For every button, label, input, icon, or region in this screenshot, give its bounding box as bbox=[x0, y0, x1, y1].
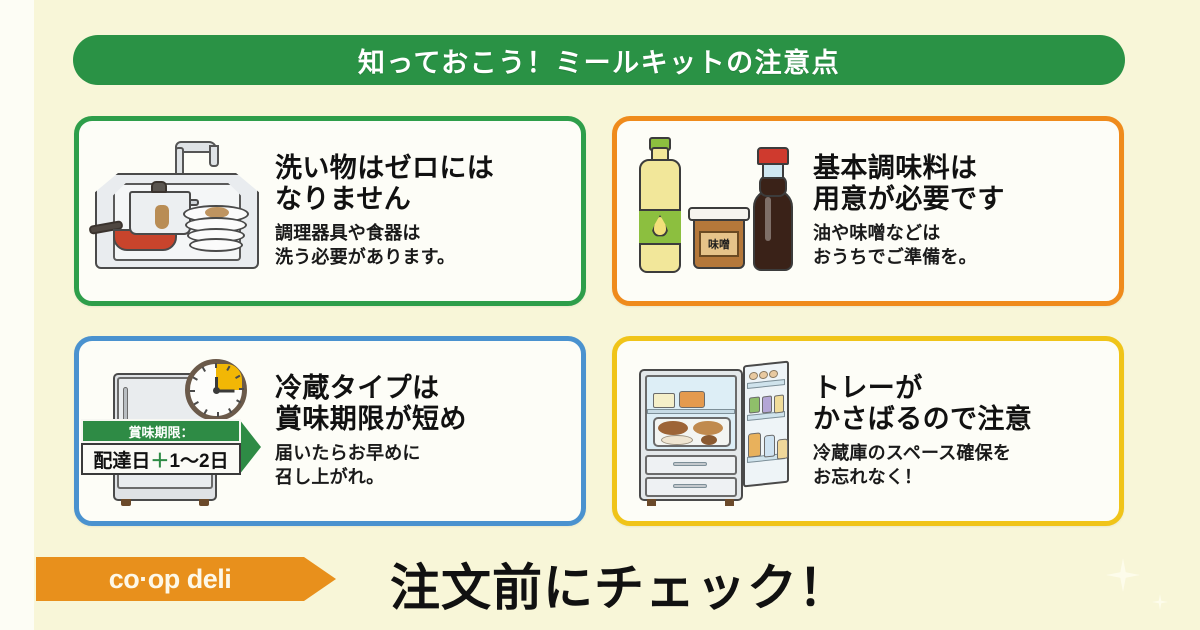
card-sub-line1: 調理器具や食器は bbox=[275, 222, 421, 243]
card-heading-line1: トレーが bbox=[813, 372, 923, 403]
expiry-ribbon-label: 賞味期限： bbox=[81, 419, 241, 443]
expiry-ribbon-value: 配達日＋1〜2日 bbox=[81, 443, 241, 475]
logo-banner-body bbox=[36, 557, 304, 601]
clock-tick-icon bbox=[190, 390, 195, 392]
tray-food-icon bbox=[658, 421, 688, 435]
condiment-jar-icon bbox=[749, 396, 760, 414]
card-heading-line1: 冷蔵タイプは bbox=[275, 372, 440, 403]
miso-lid-icon bbox=[688, 207, 750, 221]
notice-card-seasonings: 味噌 基本調味料は 用意が必要です 油や味噌などは おうちでご準備を。 bbox=[612, 116, 1124, 306]
fridge-foot-icon bbox=[647, 499, 656, 506]
logo-banner-arrow-tip bbox=[304, 557, 336, 601]
dirty-dish-icon bbox=[189, 238, 243, 252]
miso-label-text: 味噌 bbox=[699, 231, 739, 257]
sparkle-small-icon bbox=[1152, 594, 1168, 610]
card-sub-line2: 召し上がれ。 bbox=[275, 466, 385, 487]
notice-card-expiry: 賞味期限： 配達日＋1〜2日 冷蔵タイプは 賞味期限が短め 届いたらお早めに 召… bbox=[74, 336, 586, 526]
ribbon-arrow-icon bbox=[239, 419, 261, 475]
soy-sauce-bottle-icon bbox=[753, 189, 793, 271]
card-heading-line1: 基本調味料は bbox=[813, 152, 978, 183]
tray-food-icon bbox=[693, 421, 723, 435]
clock-tick-icon bbox=[215, 363, 217, 368]
card-sub-line2: おうちでご準備を。 bbox=[813, 246, 977, 267]
faucet-spout-icon bbox=[209, 145, 219, 167]
notice-card-tray-bulk: トレーが かさばるので注意 冷蔵庫のスペース確保を お忘れなく！ bbox=[612, 336, 1124, 526]
soy-bottle-shine-icon bbox=[765, 197, 771, 241]
page-title: 知っておこう！ミールキットの注意点 bbox=[357, 47, 841, 78]
food-container-icon bbox=[679, 391, 705, 408]
card-sub-line2: 洗う必要があります。 bbox=[275, 246, 456, 267]
sparkle-icon bbox=[1106, 558, 1140, 592]
card-heading-line2: 賞味期限が短め bbox=[275, 404, 467, 435]
soy-bottle-cap-icon bbox=[757, 147, 789, 165]
card-heading-line2: 用意が必要です bbox=[813, 184, 1005, 215]
open-fridge-illustration bbox=[617, 341, 813, 521]
pot-stain-icon bbox=[155, 205, 169, 229]
condiment-jar-icon bbox=[774, 394, 784, 414]
seasonings-illustration: 味噌 bbox=[617, 121, 813, 301]
header-banner: 知っておこう！ミールキットの注意点 bbox=[73, 35, 1125, 85]
bottle-icon bbox=[764, 434, 775, 458]
fridge-shelf-icon bbox=[647, 409, 735, 414]
card-sub-line1: 冷蔵庫のスペース確保を bbox=[813, 442, 1012, 463]
card-heading-line1: 洗い物はゼロには bbox=[275, 152, 495, 183]
fridge-clock-illustration: 賞味期限： 配達日＋1〜2日 bbox=[79, 341, 275, 521]
clock-center-icon bbox=[213, 387, 220, 394]
card-sub-line2: お忘れなく！ bbox=[813, 466, 923, 487]
refrigerator-foot-icon bbox=[199, 499, 209, 506]
expiry-plus-sign: ＋ bbox=[150, 450, 170, 472]
dish-stain-icon bbox=[205, 207, 229, 218]
refrigerator-foot-icon bbox=[121, 499, 131, 506]
coop-deli-logo-banner: co·op deli bbox=[36, 557, 336, 601]
condiment-jar-icon bbox=[762, 395, 772, 414]
food-container-icon bbox=[653, 393, 675, 408]
tray-food-icon bbox=[701, 435, 717, 445]
bottle-icon bbox=[777, 438, 788, 460]
tray-food-icon bbox=[661, 435, 693, 445]
card-sub-line1: 届いたらお早めに bbox=[275, 442, 421, 463]
bottle-icon bbox=[748, 432, 761, 458]
card-text-block: 冷蔵タイプは 賞味期限が短め 届いたらお早めに 召し上がれ。 bbox=[275, 373, 477, 490]
footer-slogan: 注文前にチェック！ bbox=[390, 560, 849, 616]
refrigerator-handle-icon bbox=[123, 387, 128, 423]
expiry-suffix: 1〜2日 bbox=[169, 450, 229, 472]
card-text-block: 基本調味料は 用意が必要です 油や味噌などは おうちでご準備を。 bbox=[813, 153, 1015, 270]
card-text-block: 洗い物はゼロには なりません 調理器具や食器は 洗う必要があります。 bbox=[275, 153, 504, 270]
fridge-drawer-handle-icon bbox=[673, 484, 707, 488]
card-heading-line2: なりません bbox=[275, 184, 412, 215]
pot-lid-knob-icon bbox=[151, 181, 167, 193]
card-heading-line2: かさばるので注意 bbox=[813, 404, 1033, 435]
notice-card-dishwashing: 洗い物はゼロには なりません 調理器具や食器は 洗う必要があります。 bbox=[74, 116, 586, 306]
clock-tick-icon bbox=[217, 412, 219, 417]
fridge-foot-icon bbox=[725, 499, 734, 506]
card-text-block: トレーが かさばるので注意 冷蔵庫のスペース確保を お忘れなく！ bbox=[813, 373, 1042, 490]
clock-tick-icon bbox=[239, 388, 244, 390]
clock-hour-hand-icon bbox=[215, 377, 218, 391]
left-edge-strip bbox=[0, 0, 34, 630]
expiry-prefix: 配達日 bbox=[93, 450, 151, 472]
fridge-drawer-handle-icon bbox=[673, 462, 707, 466]
card-sub-line1: 油や味噌などは bbox=[813, 222, 941, 243]
sink-illustration bbox=[79, 121, 275, 301]
coop-deli-logo-text: co·op deli bbox=[108, 563, 232, 594]
